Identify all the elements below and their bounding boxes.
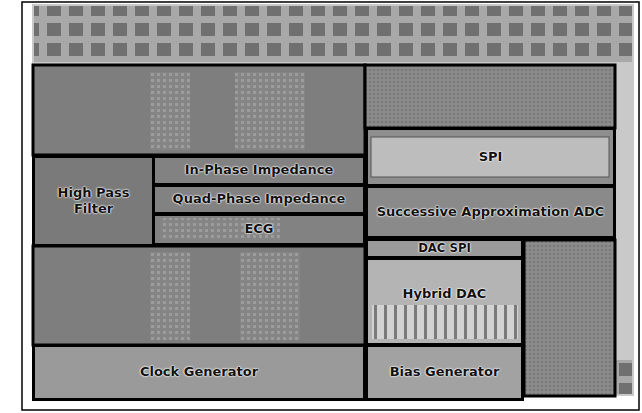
block-label: DAC SPI xyxy=(418,241,471,256)
circuit-region xyxy=(524,240,615,396)
bias-ground xyxy=(365,345,523,400)
circuit-texture xyxy=(235,72,305,150)
adc-ground xyxy=(365,186,615,238)
block-label: Bias Generator xyxy=(390,364,500,380)
hpf-ground xyxy=(33,156,153,246)
impedance-ground xyxy=(153,156,365,244)
pad-ring xyxy=(34,6,632,62)
block-label: Hybrid DAC xyxy=(403,286,487,302)
block-label: Quad-Phase Impedance xyxy=(173,191,346,207)
circuit-block: Clock Generator xyxy=(32,344,366,401)
circuit-region xyxy=(33,246,365,345)
figure-frame xyxy=(22,2,639,410)
spi-logic xyxy=(371,137,609,177)
circuit-block: Hybrid DAC xyxy=(365,257,524,346)
circuit-texture xyxy=(240,252,300,340)
clock-ground xyxy=(33,345,365,400)
block-label: SPI xyxy=(479,149,503,165)
block-label: Successive Approximation ADC xyxy=(377,204,605,220)
circuit-region xyxy=(365,65,615,128)
block-label: In-Phase Impedance xyxy=(185,162,333,178)
circuit-texture xyxy=(150,252,190,340)
circuit-block: In-Phase Impedance xyxy=(152,155,366,186)
block-label: Clock Generator xyxy=(140,364,258,380)
block-label: High Pass Filter xyxy=(44,185,144,218)
block-label: ECG xyxy=(244,221,273,237)
circuit-block: SPI xyxy=(365,127,616,187)
circuit-block: Bias Generator xyxy=(365,344,524,401)
dac-array xyxy=(372,305,518,339)
circuit-block: Quad-Phase Impedance xyxy=(152,184,366,215)
circuit-texture xyxy=(150,72,190,150)
circuit-block: DAC SPI xyxy=(365,238,524,259)
dac-spi-ground xyxy=(365,240,523,258)
spi-ground xyxy=(365,128,615,186)
circuit-block: High Pass Filter xyxy=(32,155,155,247)
circuit-region xyxy=(33,65,365,155)
die-edge xyxy=(32,4,634,396)
circuit-block: ECG xyxy=(152,213,366,246)
dac-ground xyxy=(365,258,523,345)
circuit-block: Successive Approximation ADC xyxy=(365,185,616,239)
circuit-texture xyxy=(160,218,280,240)
